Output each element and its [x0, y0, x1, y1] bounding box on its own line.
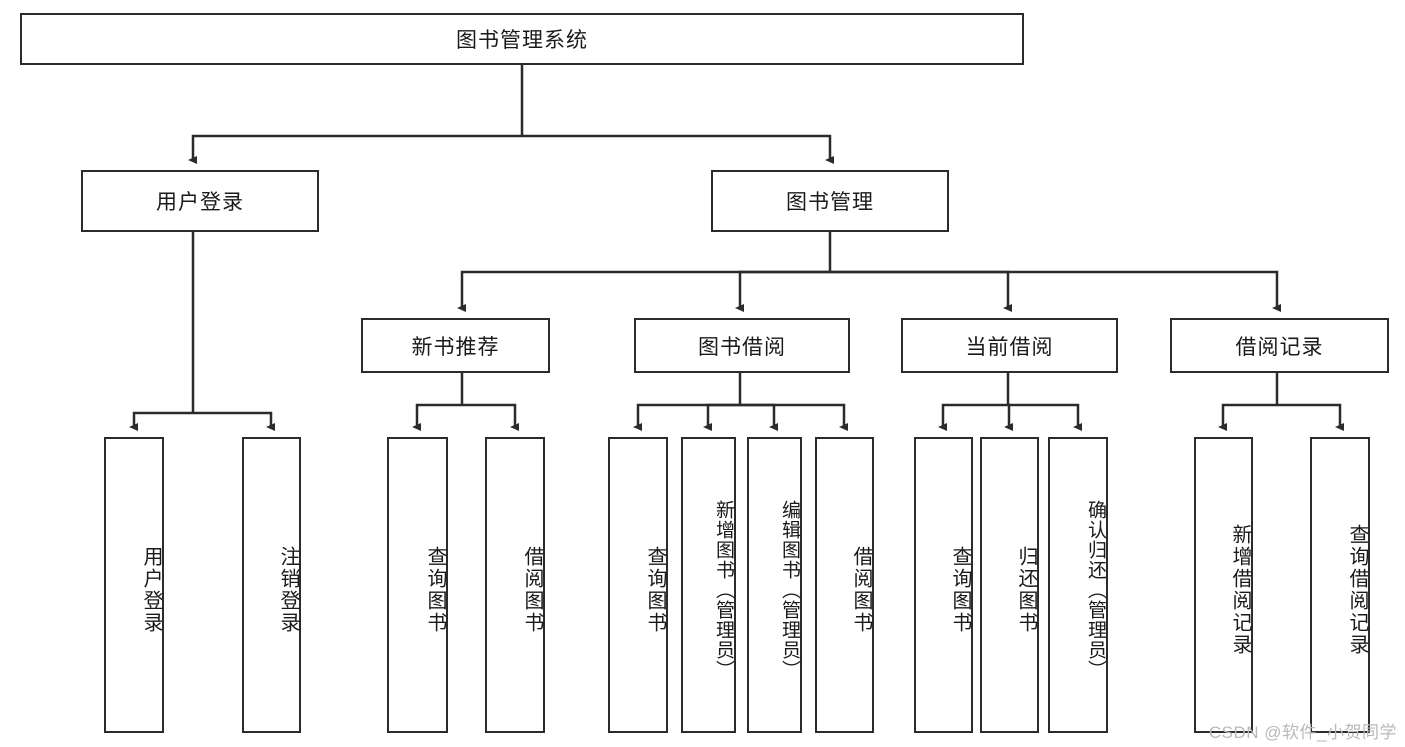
node-label: 新书推荐 — [411, 335, 500, 359]
node-label: 图书借阅 — [698, 335, 786, 359]
connector-book-borrow-to-leaf-edit-book — [740, 403, 778, 431]
node-label: 借阅图书 — [850, 546, 872, 634]
connector-current-borrow-to-leaf-query-book-3 — [938, 403, 1008, 431]
node-leaf-query-record[interactable]: 查询借阅记录 — [1310, 437, 1370, 733]
connector-book-manage-to-new-book-rec — [457, 270, 830, 312]
connector-borrow-record-to-leaf-query-record — [1277, 403, 1344, 431]
node-book-borrow[interactable]: 图书借阅 — [634, 318, 850, 373]
node-leaf-borrow-book-1[interactable]: 借阅图书 — [485, 437, 545, 733]
node-label: 图书管理系统 — [456, 29, 588, 52]
node-label: 归还图书 — [1015, 546, 1037, 634]
connector-borrow-record-to-leaf-add-record — [1218, 403, 1277, 431]
node-leaf-borrow-book-2[interactable]: 借阅图书 — [815, 437, 874, 733]
node-label: 查询借阅记录 — [1346, 524, 1368, 656]
node-leaf-add-record[interactable]: 新增借阅记录 — [1194, 437, 1253, 733]
connector-new-book-rec-to-leaf-query-book-1 — [412, 403, 462, 431]
connector-current-borrow-to-leaf-confirm-return — [1008, 403, 1082, 431]
node-label: 借阅记录 — [1235, 335, 1324, 359]
node-user-login[interactable]: 用户登录 — [81, 170, 319, 232]
node-leaf-confirm-return[interactable]: 确认归还（管理员） — [1048, 437, 1108, 733]
node-leaf-logout[interactable]: 注销登录 — [242, 437, 301, 733]
node-label: 借阅图书 — [521, 546, 543, 634]
node-label: 新增借阅记录 — [1229, 524, 1251, 656]
node-label: 新增图书（管理员） — [713, 500, 734, 680]
node-leaf-edit-book[interactable]: 编辑图书（管理员） — [747, 437, 802, 733]
node-label: 注销登录 — [277, 546, 299, 634]
connector-root-to-user-login — [188, 134, 522, 164]
node-leaf-query-book-2[interactable]: 查询图书 — [608, 437, 668, 733]
node-current-borrow[interactable]: 当前借阅 — [901, 318, 1118, 373]
node-leaf-add-book[interactable]: 新增图书（管理员） — [681, 437, 736, 733]
connector-current-borrow-to-leaf-return-book — [1004, 403, 1013, 431]
node-label: 查询图书 — [644, 546, 666, 634]
node-borrow-record[interactable]: 借阅记录 — [1170, 318, 1389, 373]
connector-user-login-to-leaf-logout — [193, 411, 275, 431]
connector-new-book-rec-to-leaf-borrow-book-1 — [462, 403, 519, 431]
connector-book-borrow-to-leaf-query-book-2 — [633, 403, 740, 431]
connector-root-to-book-manage — [522, 134, 834, 164]
node-label: 编辑图书（管理员） — [779, 500, 800, 680]
node-root[interactable]: 图书管理系统 — [20, 13, 1024, 65]
node-label: 查询图书 — [949, 546, 971, 634]
connector-book-borrow-to-leaf-borrow-book-2 — [740, 403, 848, 431]
connector-user-login-to-leaf-user-login — [129, 411, 193, 431]
connector-book-borrow-to-leaf-add-book — [703, 403, 740, 431]
watermark-text: CSDN @软件_小贺同学 — [1208, 723, 1397, 742]
node-leaf-return-book[interactable]: 归还图书 — [980, 437, 1039, 733]
node-label: 确认归还（管理员） — [1085, 500, 1106, 680]
connector-book-manage-to-current-borrow — [830, 270, 1012, 312]
node-label: 图书管理 — [786, 191, 874, 214]
node-label: 用户登录 — [156, 191, 244, 214]
node-book-manage[interactable]: 图书管理 — [711, 170, 949, 232]
node-label: 查询图书 — [424, 546, 446, 634]
connector-book-manage-to-borrow-record — [830, 270, 1281, 312]
node-leaf-user-login[interactable]: 用户登录 — [104, 437, 164, 733]
node-label: 用户登录 — [140, 546, 162, 634]
node-leaf-query-book-3[interactable]: 查询图书 — [914, 437, 973, 733]
node-leaf-query-book-1[interactable]: 查询图书 — [387, 437, 448, 733]
node-new-book-rec[interactable]: 新书推荐 — [361, 318, 550, 373]
node-label: 当前借阅 — [965, 335, 1054, 359]
connector-book-manage-to-book-borrow — [735, 270, 830, 312]
